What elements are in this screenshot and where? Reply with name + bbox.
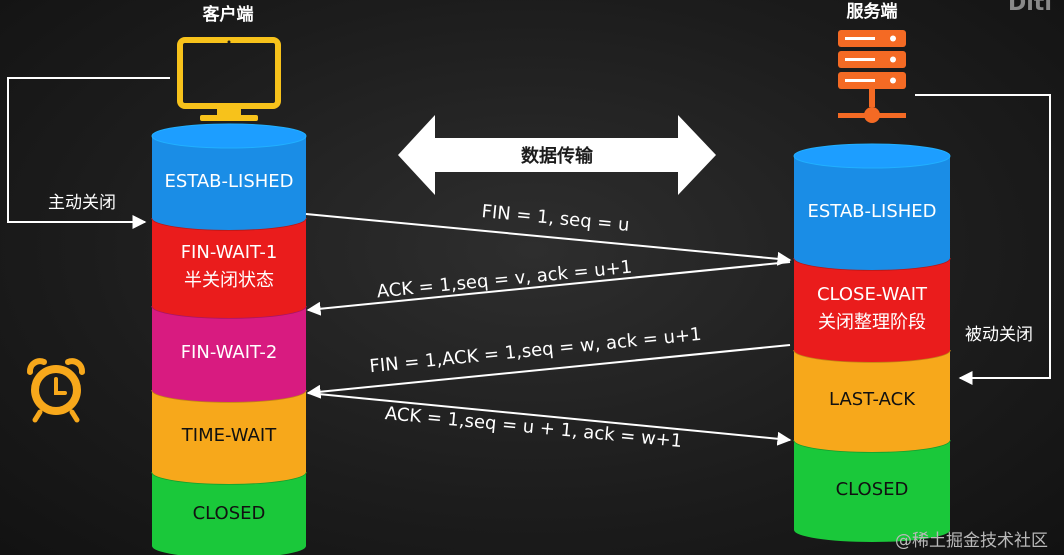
message-arrow-fin-ack bbox=[306, 344, 791, 399]
client-state-closed: CLOSED bbox=[151, 471, 307, 555]
watermark: @稀土掘金技术社区 bbox=[895, 531, 1048, 551]
state-label: ESTAB-LISHED bbox=[164, 171, 293, 192]
active-close-connector bbox=[7, 77, 170, 229]
message-label-fin-ack: FIN = 1,ACK = 1,seq = w, ack = u+1 bbox=[369, 324, 703, 377]
client-title: 客户端 bbox=[202, 4, 254, 25]
client-state-estab-lished: ESTAB-LISHED bbox=[151, 123, 307, 230]
message-label-final-ack: ACK = 1,seq = u + 1, ack = w+1 bbox=[384, 403, 683, 452]
state-label: FIN-WAIT-2 bbox=[181, 342, 278, 363]
client-state-time-wait: TIME-WAIT bbox=[151, 389, 307, 484]
server-state-closed: CLOSED bbox=[793, 439, 951, 542]
corner-mark: Diti bbox=[1008, 0, 1052, 16]
passive-close-connector bbox=[915, 94, 1051, 385]
message-arrow-fin bbox=[305, 213, 792, 266]
state-label: LAST-ACK bbox=[829, 389, 916, 410]
server-title: 服务端 bbox=[847, 1, 898, 22]
server-icon bbox=[838, 30, 906, 123]
data-transfer-label: 数据传输 bbox=[521, 145, 594, 167]
message-arrows bbox=[305, 213, 792, 446]
client-state-stack: CLOSED TIME-WAIT FIN-WAIT-2 FIN-WAIT-1 半关闭状态… bbox=[151, 123, 307, 555]
state-label: CLOSED bbox=[193, 503, 266, 524]
server-state-close-wait: CLOSE-WAIT 关闭整理阶段 bbox=[793, 257, 951, 362]
server-state-stack: CLOSED LAST-ACK CLOSE-WAIT 关闭整理阶段 ESTAB-LISH… bbox=[793, 143, 951, 542]
state-label: 关闭整理阶段 bbox=[818, 312, 926, 333]
server-side-label: 被动关闭 bbox=[965, 325, 1033, 345]
server-state-last-ack: LAST-ACK bbox=[793, 349, 951, 452]
monitor-icon bbox=[177, 37, 281, 121]
message-label-fin: FIN = 1, seq = u bbox=[481, 201, 631, 236]
alarm-clock-icon bbox=[27, 358, 85, 423]
client-state-fin-wait-1: FIN-WAIT-1 半关闭状态 bbox=[151, 217, 307, 318]
state-label: FIN-WAIT-1 bbox=[181, 242, 278, 263]
client-side-label: 主动关闭 bbox=[48, 193, 116, 213]
client-state-fin-wait-2: FIN-WAIT-2 bbox=[151, 305, 307, 402]
state-label: 半关闭状态 bbox=[184, 270, 274, 291]
message-arrow-final-ack bbox=[307, 392, 792, 446]
message-label-ack: ACK = 1,seq = v, ack = u+1 bbox=[376, 257, 633, 303]
message-arrow-ack bbox=[306, 261, 791, 316]
state-label: TIME-WAIT bbox=[181, 425, 277, 446]
state-label: CLOSED bbox=[836, 479, 909, 500]
data-transfer-double-arrow bbox=[398, 115, 716, 195]
state-label: CLOSE-WAIT bbox=[817, 284, 928, 305]
server-state-estab-lished: ESTAB-LISHED bbox=[793, 143, 951, 270]
state-label: ESTAB-LISHED bbox=[807, 201, 936, 222]
